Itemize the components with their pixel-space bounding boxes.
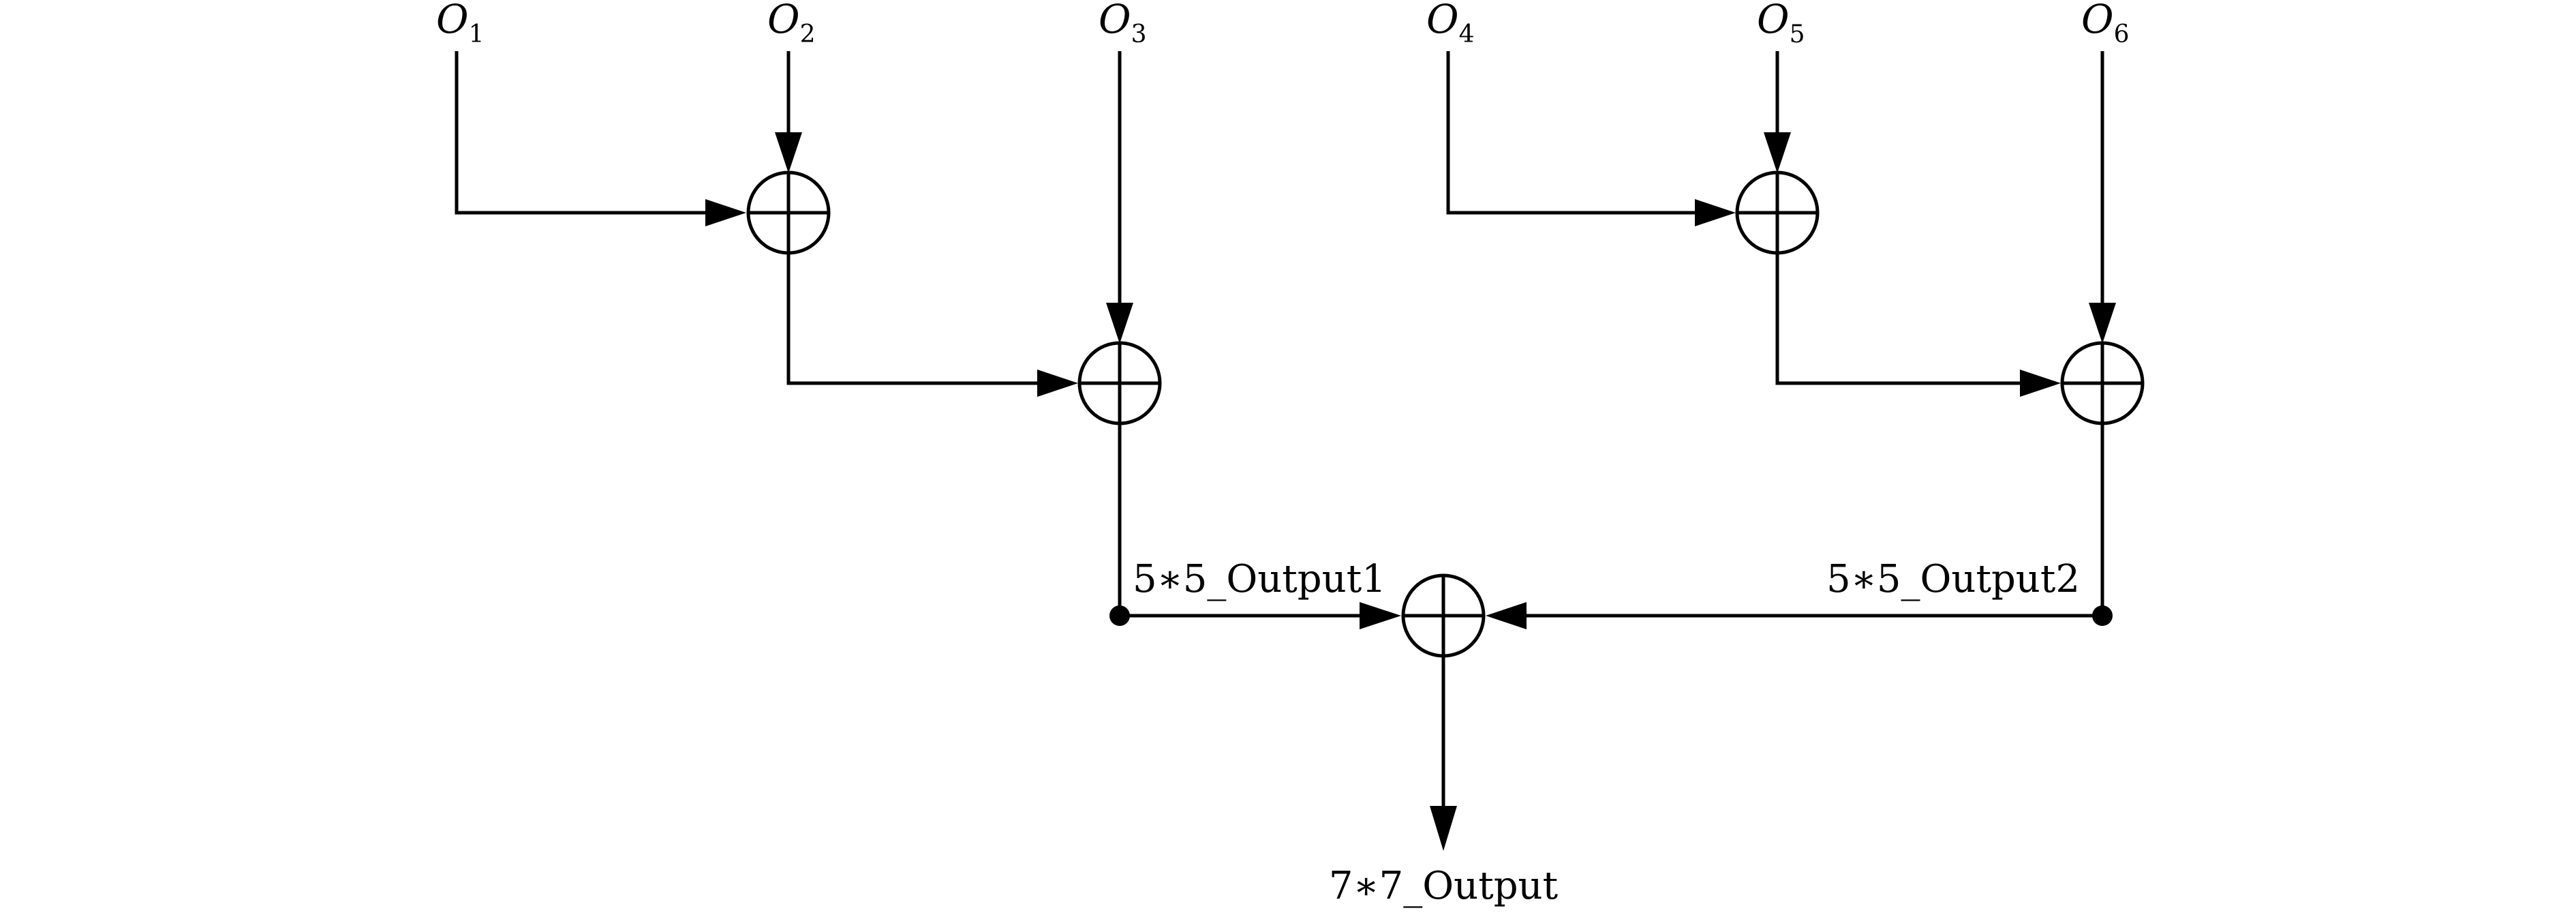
wire-o1-to-adder1 bbox=[455, 51, 709, 215]
label-final-output: 7∗7_Output bbox=[1329, 864, 1559, 908]
input-label-o2: O2 bbox=[767, 0, 815, 48]
arrowhead-adder3-adder4 bbox=[2020, 370, 2061, 397]
arrowhead-junction2-adder5 bbox=[1486, 602, 1527, 629]
wire-adder1-to-adder2 bbox=[786, 254, 1039, 385]
input-label-o4: O4 bbox=[1426, 0, 1474, 48]
arrowhead-junction1-adder5 bbox=[1360, 602, 1401, 629]
arrowhead-adder5-output bbox=[1430, 806, 1457, 851]
adder-node-4 bbox=[2060, 341, 2145, 425]
adder-node-1 bbox=[746, 170, 831, 255]
arrowhead-o4-adder3 bbox=[1695, 199, 1736, 226]
arrowhead-o5-adder3 bbox=[1764, 132, 1791, 173]
arrowhead-o6-adder4 bbox=[2089, 303, 2116, 344]
arrowhead-o2-adder1 bbox=[775, 132, 802, 173]
adder-node-2 bbox=[1077, 341, 1162, 425]
adder-node-5 bbox=[1401, 573, 1486, 658]
input-label-o1: O1 bbox=[436, 0, 484, 48]
label-output1: 5∗5_Output1 bbox=[1133, 557, 1386, 601]
arrowhead-o3-adder2 bbox=[1106, 303, 1133, 344]
wire-adder3-to-adder4 bbox=[1775, 254, 2023, 385]
input-label-o5: O5 bbox=[1757, 0, 1805, 48]
junction-dot-output1 bbox=[1109, 605, 1130, 626]
input-label-o3: O3 bbox=[1099, 0, 1146, 48]
arrowhead-adder1-adder2 bbox=[1037, 370, 1078, 397]
label-output2: 5∗5_Output2 bbox=[1826, 557, 2080, 601]
arrowhead-o1-adder1 bbox=[705, 199, 746, 226]
adder-node-3 bbox=[1735, 170, 1820, 255]
wire-o4-to-adder3 bbox=[1446, 51, 1697, 215]
input-label-o6: O6 bbox=[2081, 0, 2129, 48]
junction-dot-output2 bbox=[2092, 605, 2113, 626]
